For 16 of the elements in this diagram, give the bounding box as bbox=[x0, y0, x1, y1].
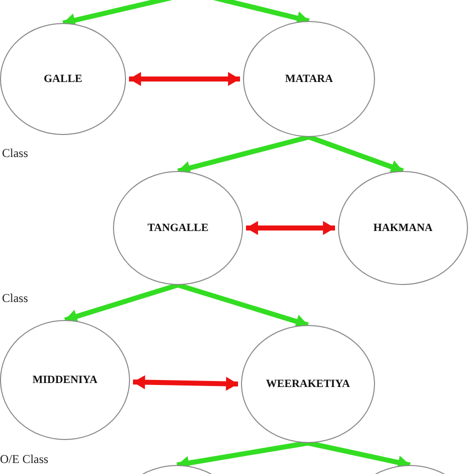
arrow bbox=[177, 282, 309, 328]
class-label: Class bbox=[2, 146, 28, 161]
arrow bbox=[129, 72, 240, 86]
class-label: O/E Class bbox=[0, 452, 48, 467]
node-label: MIDDENIYA bbox=[32, 374, 98, 386]
node-label: HAKMANA bbox=[373, 222, 433, 234]
node-label: MATARA bbox=[285, 73, 333, 85]
node-label: TANGALLE bbox=[148, 222, 208, 234]
arrow bbox=[64, 282, 179, 324]
arrow bbox=[246, 221, 335, 235]
arrow bbox=[177, 134, 310, 175]
node-label: WEERAKETIYA bbox=[266, 378, 350, 390]
arrow bbox=[132, 375, 238, 391]
arrow bbox=[308, 134, 404, 174]
node-label: GALLE bbox=[44, 73, 82, 85]
class-label: Class bbox=[2, 291, 28, 306]
